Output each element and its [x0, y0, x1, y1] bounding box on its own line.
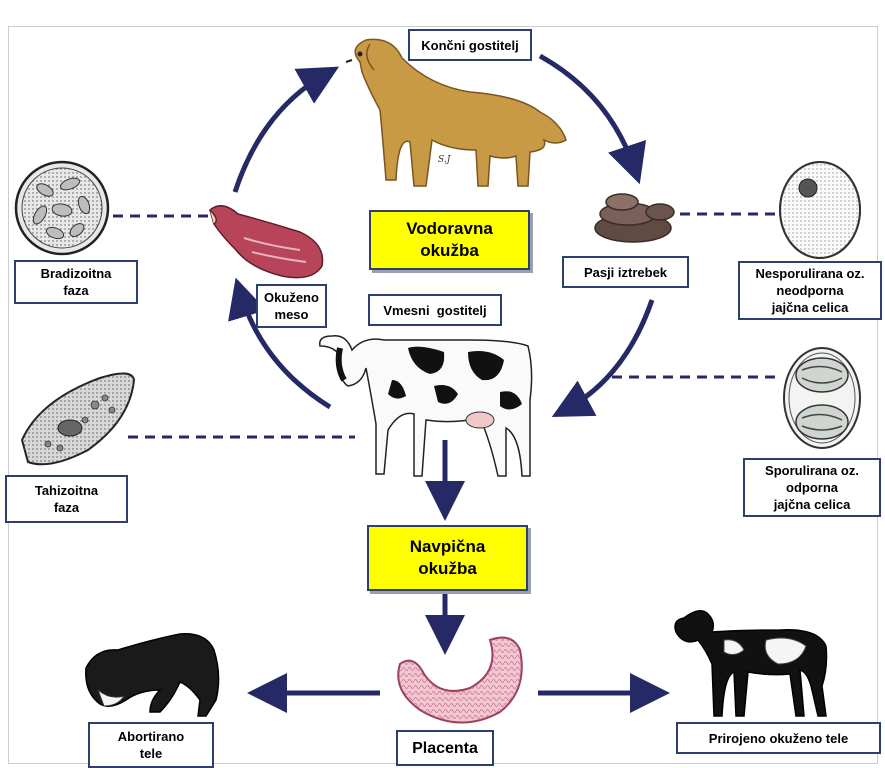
label-koncni-gostitelj: Končni gostitelj — [408, 29, 532, 61]
label-okuzeno-meso: Okuženo meso — [256, 284, 327, 328]
feces-illustration — [594, 193, 675, 243]
svg-text:S.J: S.J — [438, 155, 452, 165]
dashed-connectors — [113, 212, 775, 439]
arrow-dog-to-feces — [538, 53, 647, 185]
tachyzoite — [20, 372, 136, 466]
aborted-calf — [85, 633, 220, 717]
label-vmesni-gostitelj: Vmesni gostitelj — [368, 294, 502, 326]
cycle-arrows — [228, 53, 670, 713]
meat-illustration — [209, 205, 324, 279]
label-tahizoitna-faza: Tahizoitna faza — [5, 475, 128, 523]
arrow-meat-to-dog — [232, 66, 340, 193]
dog-illustration: S.J — [345, 38, 567, 187]
infected-calf — [674, 610, 828, 717]
label-placenta: Placenta — [396, 730, 494, 766]
arrow-cow-to-meat — [228, 277, 332, 410]
label-abortirano-tele: Abortirano tele — [88, 722, 214, 768]
label-nesporulirana: Nesporulirana oz. neodporna jajčna celic… — [738, 261, 882, 320]
label-prirojeno-okuzeno-tele: Prirojeno okuženo tele — [676, 722, 881, 754]
oocyst-sporulated — [783, 347, 861, 449]
label-bradizoitna-faza: Bradizoitna faza — [14, 260, 138, 304]
cow-illustration — [319, 335, 533, 477]
arrow-feces-to-cow — [551, 299, 655, 418]
highlight-navpicna-okuzba: Navpična okužba — [367, 525, 528, 591]
label-sporulirana: Sporulirana oz. odporna jajčna celica — [743, 458, 881, 517]
bradyzoite-cyst — [14, 160, 110, 256]
placenta-illustration — [397, 636, 523, 724]
label-pasji-iztrebek: Pasji iztrebek — [562, 256, 689, 288]
oocyst-unsporulated — [779, 161, 861, 259]
highlight-vodoravna-okuzba: Vodoravna okužba — [369, 210, 530, 270]
